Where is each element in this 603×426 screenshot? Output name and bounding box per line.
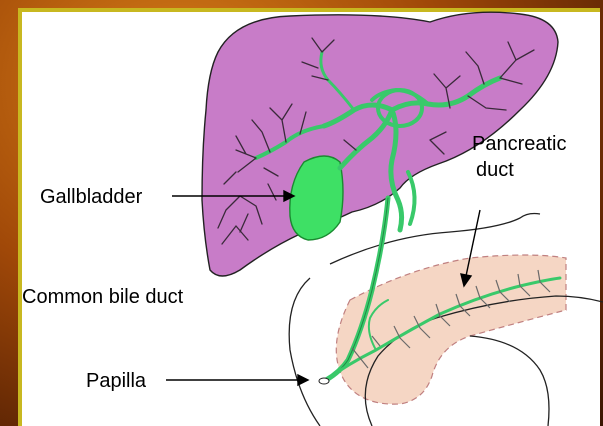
label-pancreatic-duct-line1: Pancreatic (472, 133, 567, 155)
pancreas (336, 255, 566, 404)
label-papilla: Papilla (86, 370, 147, 392)
label-pancreatic-duct-line2: duct (476, 159, 514, 181)
duodenum-outline (289, 278, 320, 426)
label-gallbladder: Gallbladder (40, 186, 143, 208)
label-common-bile-duct: Common bile duct (22, 286, 184, 308)
papilla (319, 378, 329, 384)
lower-curve (470, 336, 549, 426)
